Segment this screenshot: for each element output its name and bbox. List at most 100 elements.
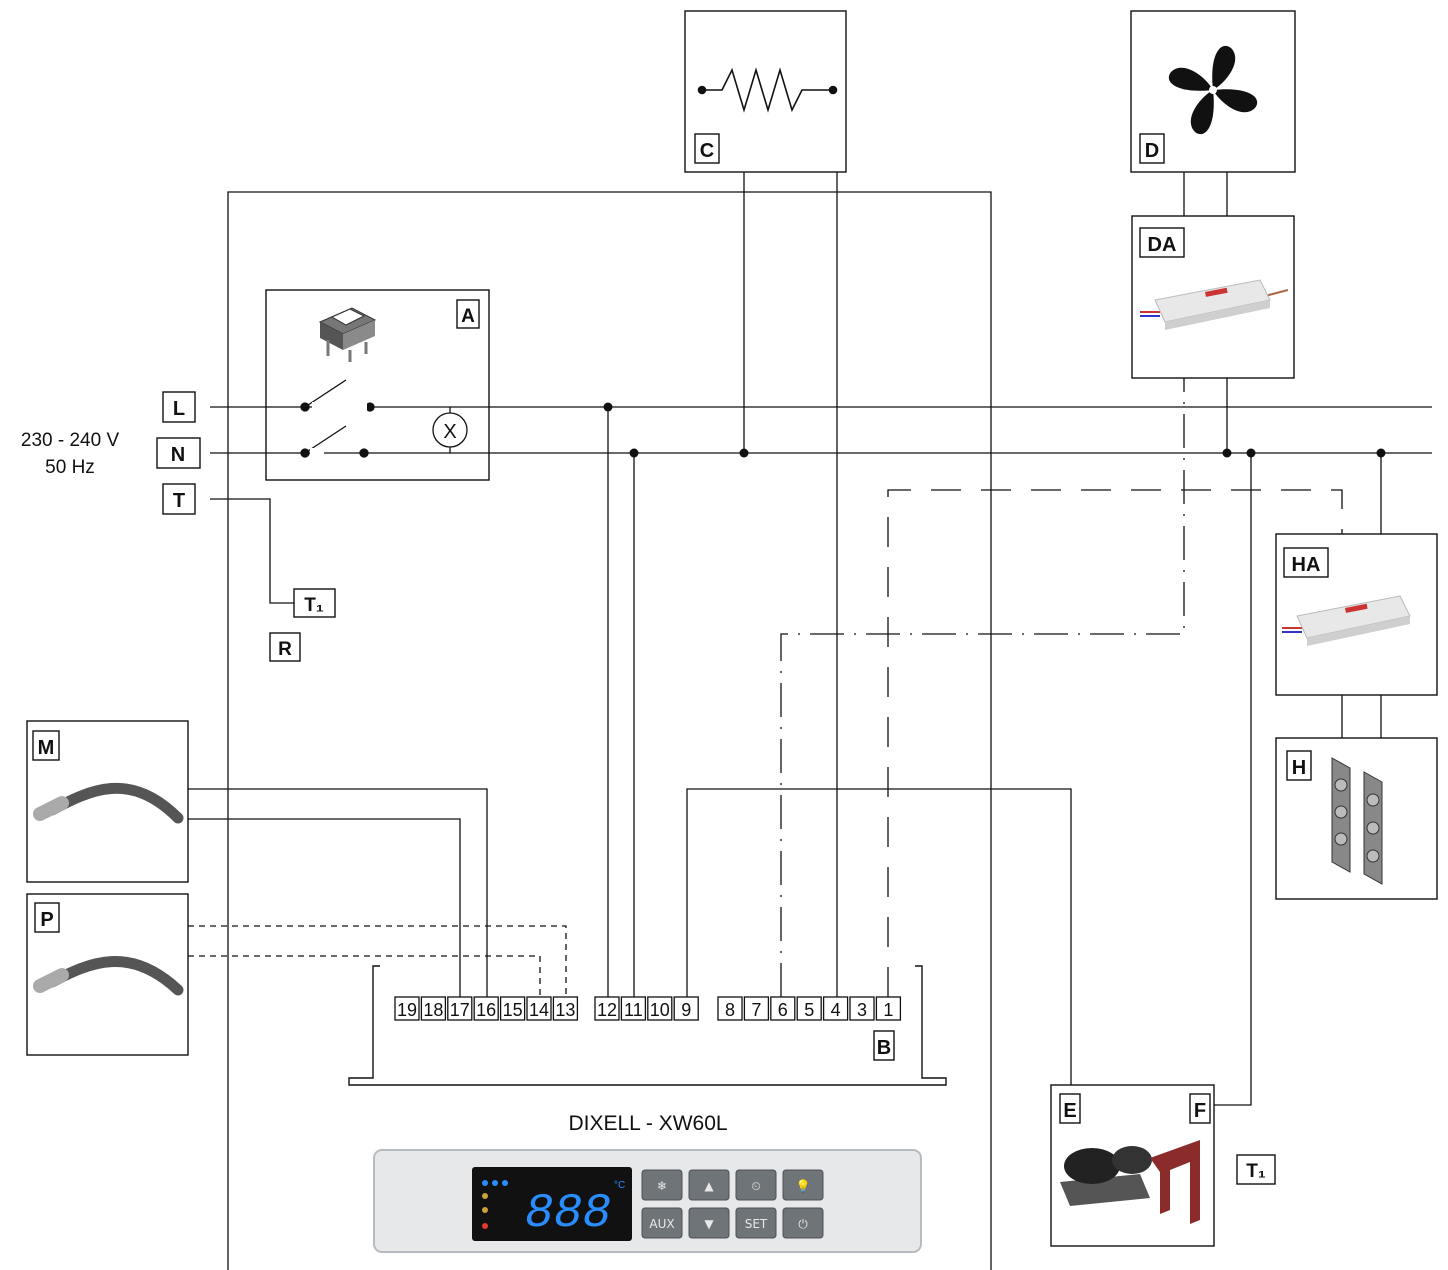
terminal-number: 15 <box>503 1000 523 1020</box>
terminal-number: 7 <box>751 1000 761 1020</box>
power-supply-box-HA: HA <box>1275 533 1438 696</box>
wire-dashed-HA <box>887 489 1343 997</box>
controller-button-label: ⏻ <box>798 1217 808 1231</box>
svg-text:P: P <box>40 909 53 931</box>
terminal <box>594 996 620 1021</box>
svg-text:C: C <box>700 140 714 162</box>
heater-box-C: C <box>684 10 847 173</box>
label-box-N: N <box>156 437 201 469</box>
controller-button-label: SET <box>745 1217 768 1231</box>
controller-button[interactable] <box>782 1169 824 1201</box>
controller-button[interactable] <box>782 1207 824 1239</box>
controller-button[interactable] <box>688 1207 730 1239</box>
power-supply-icon <box>1140 279 1289 330</box>
terminal <box>447 996 473 1021</box>
svg-text:°C: °C <box>614 1180 625 1191</box>
controller-button[interactable] <box>735 1207 777 1239</box>
compressor-box-E: E F <box>1050 1084 1215 1247</box>
controller-button-label: ❄ <box>657 1179 667 1193</box>
terminal <box>717 996 743 1021</box>
terminal <box>473 996 499 1021</box>
terminal-number: 10 <box>650 1000 670 1020</box>
controller-button-label: 💡 <box>796 1179 811 1193</box>
fan-icon <box>1168 45 1258 135</box>
label-t1-right: T₁ <box>1246 1161 1266 1182</box>
controller-panel: 888 °C ❄ ▲ ⏲ 💡 AUX ▼ SET ⏻ <box>373 1149 922 1253</box>
svg-text:HA: HA <box>1292 554 1321 576</box>
wire-T <box>210 498 294 604</box>
svg-text:DA: DA <box>1148 234 1177 256</box>
controller-button[interactable] <box>688 1169 730 1201</box>
lamp-icon <box>432 412 468 448</box>
controller-button-label: ⏲ <box>751 1179 760 1193</box>
terminal <box>526 996 552 1021</box>
terminal-number: 9 <box>681 1000 691 1020</box>
svg-text:B: B <box>877 1037 891 1059</box>
controller-model: DIXELL - XW60L <box>568 1112 727 1135</box>
svg-text:T: T <box>173 490 185 512</box>
terminal-number: 16 <box>476 1000 496 1020</box>
terminal <box>394 996 420 1021</box>
rocker-switch-icon <box>318 307 377 362</box>
terminal-number: 4 <box>831 1000 841 1020</box>
terminal-number: 11 <box>624 1000 643 1020</box>
wire-probe-P-2 <box>188 955 541 997</box>
terminal-number: 13 <box>555 1000 575 1020</box>
probe-box-M: M <box>26 720 189 883</box>
terminal <box>420 996 447 1021</box>
svg-text:X: X <box>443 421 456 443</box>
svg-text:M: M <box>38 737 55 759</box>
wire-probe-P-1 <box>188 925 567 997</box>
terminal <box>620 996 647 1021</box>
power-supply-box-DA: DA <box>1131 215 1295 379</box>
lcd-display: 888 <box>525 1187 611 1241</box>
fan-box-D: D <box>1130 10 1296 173</box>
terminal <box>673 996 699 1021</box>
cabinet-outline <box>227 191 992 1270</box>
terminal-number: 6 <box>778 1000 788 1020</box>
temperature-probe-icon <box>33 956 184 996</box>
supply-frequency: 50 Hz <box>45 457 95 478</box>
controller-button[interactable] <box>641 1169 683 1201</box>
label-t1-left: T₁ <box>304 595 324 616</box>
terminal-number: 8 <box>725 1000 735 1020</box>
svg-text:N: N <box>171 444 185 466</box>
svg-text:L: L <box>173 398 185 420</box>
terminal <box>875 996 902 1021</box>
terminal-number: 3 <box>857 1000 867 1020</box>
terminal-number: 19 <box>397 1000 417 1020</box>
power-supply-icon <box>1282 595 1411 646</box>
svg-text:D: D <box>1145 140 1159 162</box>
led-strip-icon <box>1331 757 1383 885</box>
wire-dashdot-DA <box>780 378 1185 997</box>
compressor-icon <box>1060 1140 1200 1224</box>
controller-button-label: ▲ <box>704 1179 714 1193</box>
resistor-icon <box>697 67 838 113</box>
supply-voltage: 230 - 240 V <box>21 430 120 451</box>
controller-button[interactable] <box>735 1169 777 1201</box>
controller-button-label: ▼ <box>704 1217 714 1231</box>
led-box-H: H <box>1275 737 1438 900</box>
terminal-number: 12 <box>597 1000 617 1020</box>
controller-button[interactable] <box>641 1207 683 1239</box>
label-box-L: L <box>162 391 196 423</box>
terminal <box>796 996 822 1021</box>
terminal <box>499 996 526 1021</box>
terminal-number: 5 <box>804 1000 814 1020</box>
terminal-number: 18 <box>423 1000 443 1020</box>
svg-text:H: H <box>1292 757 1306 779</box>
terminal <box>647 996 673 1021</box>
label-f: F <box>1194 1100 1206 1122</box>
svg-text:E: E <box>1063 1100 1076 1122</box>
terminal-number: 1 <box>883 1000 893 1020</box>
temperature-probe-icon <box>33 782 184 824</box>
label-box-T: T <box>162 483 196 515</box>
terminal-number: 17 <box>450 1000 470 1020</box>
svg-text:A: A <box>461 306 475 327</box>
terminal <box>822 996 849 1021</box>
controller-button-label: AUX <box>649 1217 674 1231</box>
switch-box-A: A X <box>265 289 490 481</box>
terminal <box>743 996 770 1021</box>
